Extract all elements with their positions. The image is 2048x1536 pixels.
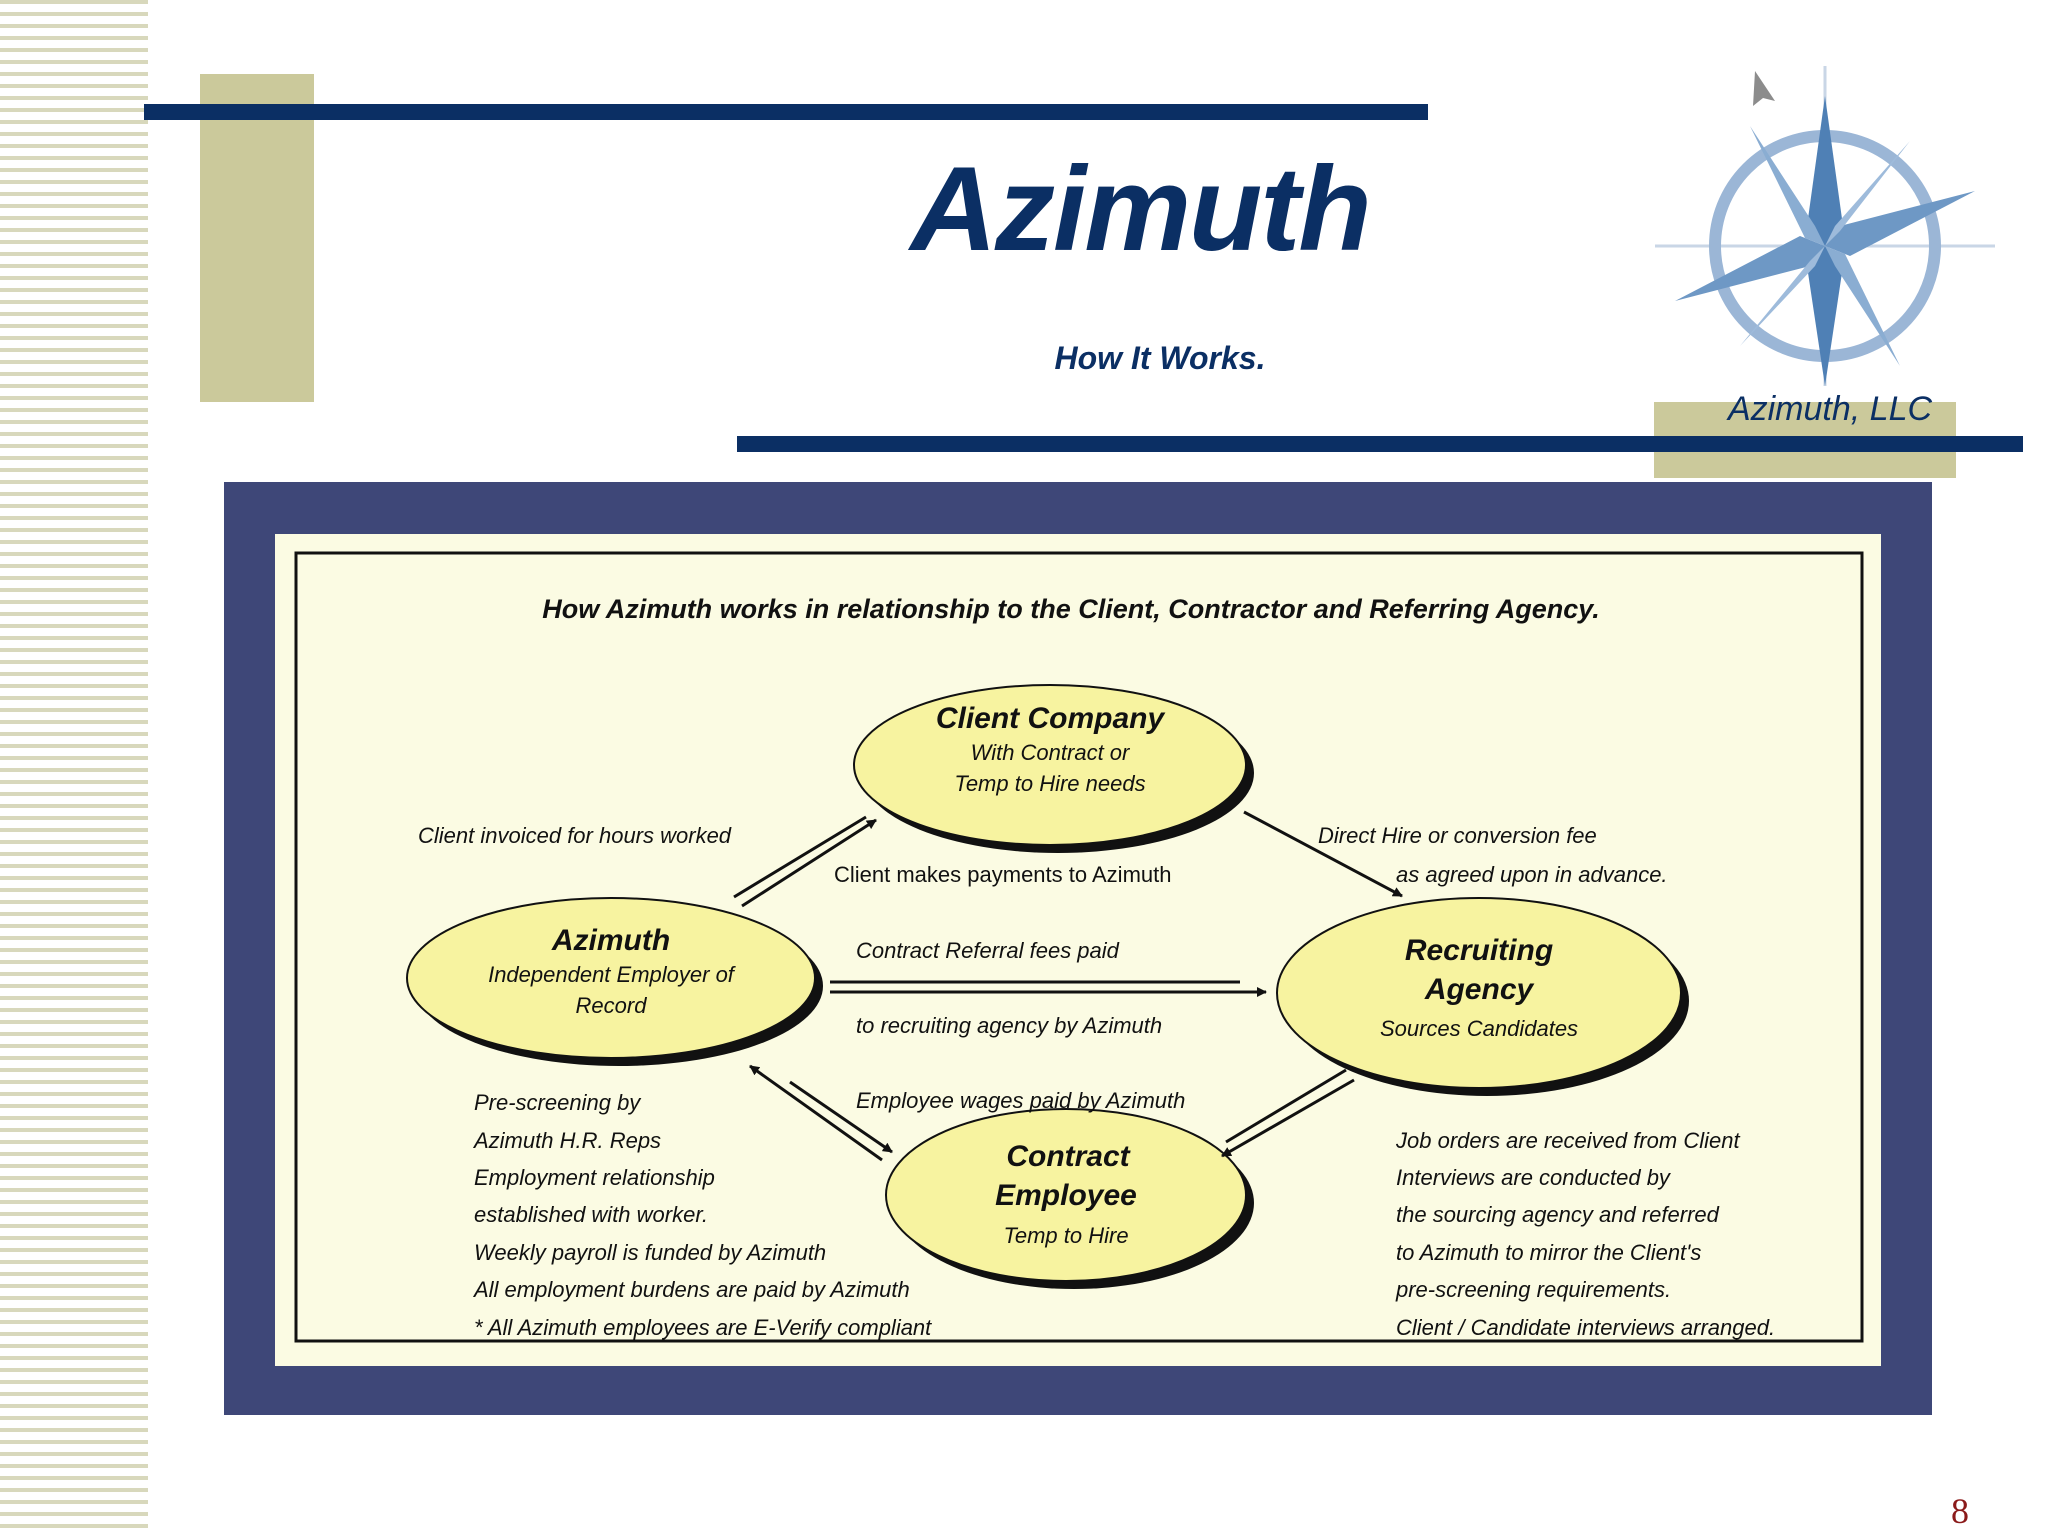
client-company-node: Client Company With Contract or Temp to …	[853, 684, 1254, 853]
contract-employee-title2: Employee	[995, 1179, 1137, 1212]
contract-employee-sub: Temp to Hire	[1003, 1223, 1128, 1248]
title-rule-top	[144, 104, 1428, 120]
contract-employee-node: Contract Employee Temp to Hire	[885, 1108, 1254, 1289]
recruiting-agency-sub: Sources Candidates	[1380, 1016, 1578, 1041]
diagram-border	[294, 551, 1864, 1343]
title-accent-block	[200, 74, 314, 402]
flow-arrows	[733, 810, 1403, 1162]
page-subtitle: How It Works.	[1054, 340, 1266, 376]
arrow-agency-to-employee-b	[1221, 1078, 1355, 1158]
recruiting-agency-node: Recruiting Agency Sources Candidates	[1276, 897, 1689, 1096]
right-note-line: pre-screening requirements.	[1395, 1277, 1671, 1302]
azimuth-node-sub1: Independent Employer of	[488, 962, 737, 987]
azimuth-node-sub2: Record	[576, 993, 648, 1018]
left-note-line: Employment relationship	[474, 1165, 715, 1190]
client-company-title: Client Company	[936, 702, 1166, 735]
client-company-sub2: Temp to Hire needs	[954, 771, 1145, 796]
azimuth-node-title: Azimuth	[551, 924, 670, 957]
label-referral-2: to recruiting agency by Azimuth	[856, 1013, 1162, 1038]
arrow-client-to-agency	[1243, 810, 1403, 898]
left-note-line: All employment burdens are paid by Azimu…	[472, 1277, 910, 1302]
client-company-sub1: With Contract or	[971, 740, 1131, 765]
title-rule-bottom	[737, 436, 2023, 452]
left-note-line: established with worker.	[474, 1202, 708, 1227]
label-referral-1: Contract Referral fees paid	[856, 938, 1120, 963]
company-label: Azimuth, LLC	[1727, 390, 1933, 428]
recruiting-agency-title2: Agency	[1424, 973, 1535, 1006]
right-note-line: the sourcing agency and referred	[1396, 1202, 1720, 1227]
left-notes: Pre-screening by Azimuth H.R. Reps Emplo…	[472, 1090, 932, 1340]
left-note-line: Pre-screening by	[474, 1090, 642, 1115]
right-notes: Job orders are received from Client Inte…	[1395, 1128, 1775, 1340]
label-wages: Employee wages paid by Azimuth	[856, 1088, 1185, 1113]
arrow-azimuth-to-client-b	[741, 818, 877, 908]
page-number: 8	[1951, 1491, 1969, 1531]
right-note-line: Interviews are conducted by	[1396, 1165, 1672, 1190]
label-payments: Client makes payments to Azimuth	[834, 862, 1171, 887]
right-note-line: Client / Candidate interviews arranged.	[1396, 1315, 1775, 1340]
compass-rose-icon	[1655, 66, 1995, 396]
right-note-line: Job orders are received from Client	[1395, 1128, 1740, 1153]
recruiting-agency-title1: Recruiting	[1405, 934, 1553, 967]
label-invoiced: Client invoiced for hours worked	[418, 823, 732, 848]
arrow-agency-to-employee-a	[1225, 1068, 1347, 1144]
arrow-azimuth-to-employee	[789, 1080, 893, 1154]
page-title: Azimuth	[910, 142, 1371, 276]
contract-employee-title1: Contract	[1006, 1140, 1131, 1173]
diagram-heading: How Azimuth works in relationship to the…	[542, 594, 1600, 624]
label-direct-hire-1: Direct Hire or conversion fee	[1318, 823, 1597, 848]
left-note-line: Weekly payroll is funded by Azimuth	[474, 1240, 826, 1265]
decorative-stripes	[0, 0, 148, 1536]
left-note-line: Azimuth H.R. Reps	[472, 1128, 661, 1153]
azimuth-node: Azimuth Independent Employer of Record	[406, 897, 823, 1066]
label-direct-hire-2: as agreed upon in advance.	[1396, 862, 1668, 887]
arrow-employee-to-azimuth	[749, 1064, 883, 1162]
right-note-line: to Azimuth to mirror the Client's	[1396, 1240, 1701, 1265]
left-note-line: * All Azimuth employees are E-Verify com…	[474, 1315, 932, 1340]
arrow-azimuth-to-client-a	[733, 815, 867, 899]
